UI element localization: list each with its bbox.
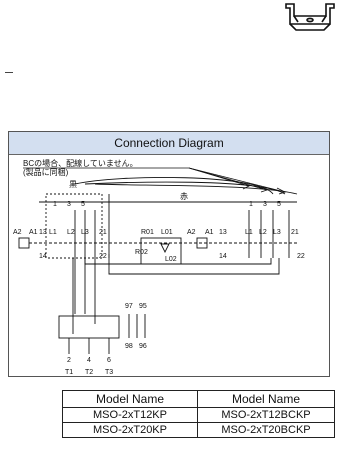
terminal-22-left: 22: [99, 253, 107, 260]
terminal-l02: L02: [165, 256, 177, 263]
diagram-note-line1: BCの場合、配線していません。: [23, 158, 138, 168]
diagram-title: Connection Diagram: [9, 132, 329, 155]
terminal-95: 95: [139, 303, 147, 310]
terminal-5-right: 5: [277, 201, 281, 208]
dash-mark: [5, 72, 13, 73]
model-cell: MSO-2xT12KP: [62, 407, 198, 423]
terminal-t2: T2: [85, 369, 93, 376]
terminal-3-right: 3: [263, 201, 267, 208]
terminal-97: 97: [125, 303, 133, 310]
terminal-a1-left: A1: [29, 229, 38, 236]
wiring-diagram: BCの場合、配線していません。 (製品に同梱) 黒 赤: [13, 158, 305, 376]
model-cell: MSO-2xT12BCKP: [197, 407, 335, 423]
terminal-l3-left: L3: [81, 229, 89, 236]
table-row: MSO-2xT12KP MSO-2xT12BCKP: [62, 407, 335, 423]
terminal-l3-right: L3: [273, 229, 281, 236]
right-unit-label: 赤: [180, 192, 188, 201]
terminal-6: 6: [107, 357, 111, 364]
terminal-t3: T3: [105, 369, 113, 376]
terminal-a2-right: A2: [187, 229, 196, 236]
model-cell: MSO-2xT20KP: [62, 422, 198, 438]
terminal-14-left: 14: [39, 253, 47, 260]
terminal-5-left: 5: [81, 201, 85, 208]
terminal-13-right: 13: [219, 229, 227, 236]
terminal-1-right: 1: [249, 201, 253, 208]
terminal-13-left: 13: [39, 229, 47, 236]
terminal-96: 96: [139, 343, 147, 350]
terminal-l2-left: L2: [67, 229, 75, 236]
terminal-l1-right: L1: [245, 229, 253, 236]
terminal-a2-left: A2: [13, 229, 22, 236]
left-unit-label: 黒: [69, 180, 77, 189]
terminal-l2-right: L2: [259, 229, 267, 236]
terminal-t1: T1: [65, 369, 73, 376]
terminal-a1-right: A1: [205, 229, 214, 236]
terminal-98: 98: [125, 343, 133, 350]
model-header-1: Model Name: [62, 390, 198, 408]
table-row: MSO-2xT20KP MSO-2xT20BCKP: [62, 422, 335, 438]
terminal-14-right: 14: [219, 253, 227, 260]
model-header-2: Model Name: [197, 390, 335, 408]
connection-diagram-panel: Connection Diagram BCの場合、配線していません。 (製品に同…: [8, 131, 330, 377]
terminal-3-left: 3: [67, 201, 71, 208]
terminal-4: 4: [87, 357, 91, 364]
model-table-header-row: Model Name Model Name: [62, 390, 335, 408]
terminal-22-right: 22: [297, 253, 305, 260]
terminal-21-left: 21: [99, 229, 107, 236]
terminal-l01: L01: [161, 229, 173, 236]
terminal-r02: R02: [135, 249, 148, 256]
din-rail-clip-drawing: [285, 3, 335, 31]
terminal-21-right: 21: [291, 229, 299, 236]
terminal-1-left: 1: [53, 201, 57, 208]
terminal-2: 2: [67, 357, 71, 364]
terminal-r01: R01: [141, 229, 154, 236]
terminal-l1-left: L1: [49, 229, 57, 236]
model-table: Model Name Model Name MSO-2xT12KP MSO-2x…: [62, 390, 335, 438]
model-cell: MSO-2xT20BCKP: [197, 422, 335, 438]
diagram-note-line2: (製品に同梱): [23, 167, 69, 177]
